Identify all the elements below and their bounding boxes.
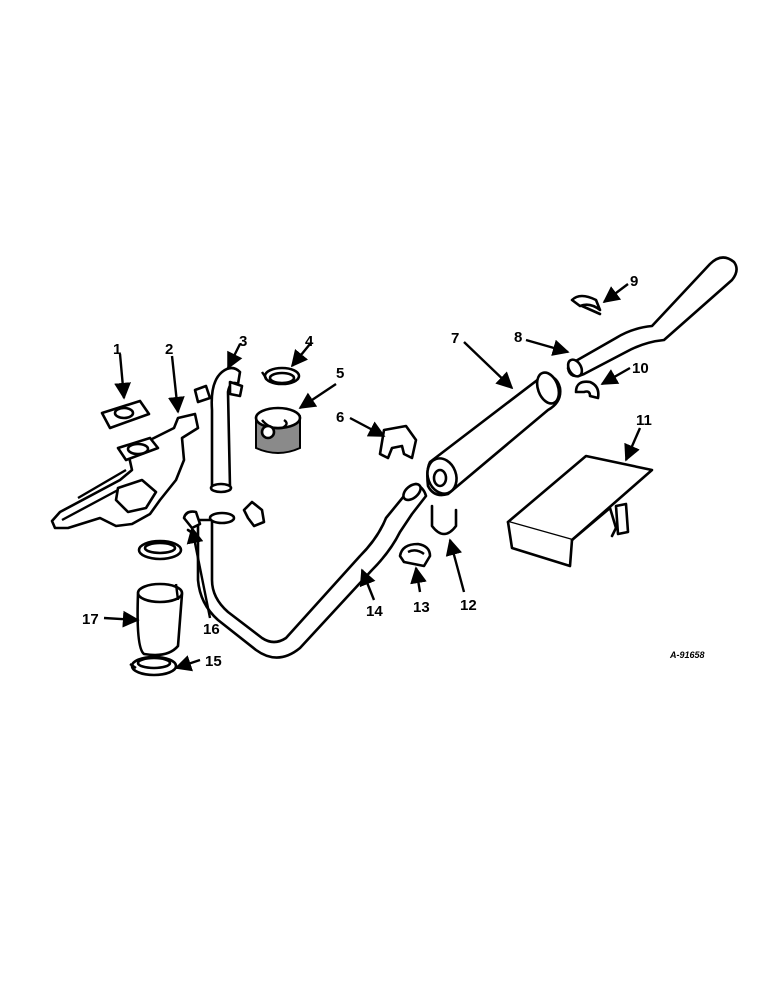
tail-pipe-part	[566, 256, 738, 378]
sleeve-part	[136, 582, 184, 657]
exhaust-pipe-part	[196, 482, 428, 659]
wrap-coil-part	[254, 406, 302, 454]
callout-15: 15	[205, 653, 222, 670]
exhaust-manifold-part	[50, 412, 200, 530]
callout-13: 13	[413, 599, 430, 616]
callout-2: 2	[165, 341, 173, 358]
callout-8: 8	[514, 329, 522, 346]
callout-10: 10	[632, 360, 649, 377]
callout-11: 11	[636, 412, 652, 429]
callout-9: 9	[630, 273, 638, 290]
callout-16: 16	[203, 621, 220, 638]
clamp-part	[137, 539, 183, 561]
callout-leaders	[103, 283, 642, 672]
callout-5: 5	[336, 365, 344, 382]
u-bolt-part	[430, 504, 458, 536]
heat-shield-part	[506, 454, 654, 568]
bracket-part	[378, 424, 418, 460]
callout-6: 6	[336, 409, 344, 426]
callout-12: 12	[460, 597, 477, 614]
clamp-ring-part	[261, 366, 301, 386]
pipe-clamp-part	[570, 294, 602, 316]
gasket-part	[100, 399, 151, 430]
callout-3: 3	[239, 333, 247, 350]
muffler-part	[426, 371, 562, 497]
callout-labels: 1 2 3 4 5 6 7 8 9 10 11 12 13 14 15 16 1…	[82, 273, 652, 670]
figure-id: A-91658	[669, 650, 705, 660]
pipe-clamp-part	[398, 542, 432, 568]
elbow-pipe-part	[193, 366, 244, 494]
pipe-clamp-part	[574, 380, 600, 400]
callout-14: 14	[366, 603, 383, 620]
callout-17: 17	[82, 611, 99, 628]
callout-4: 4	[305, 333, 314, 350]
callout-1: 1	[113, 341, 121, 358]
clamp-part	[129, 655, 178, 677]
callout-7: 7	[451, 330, 459, 347]
